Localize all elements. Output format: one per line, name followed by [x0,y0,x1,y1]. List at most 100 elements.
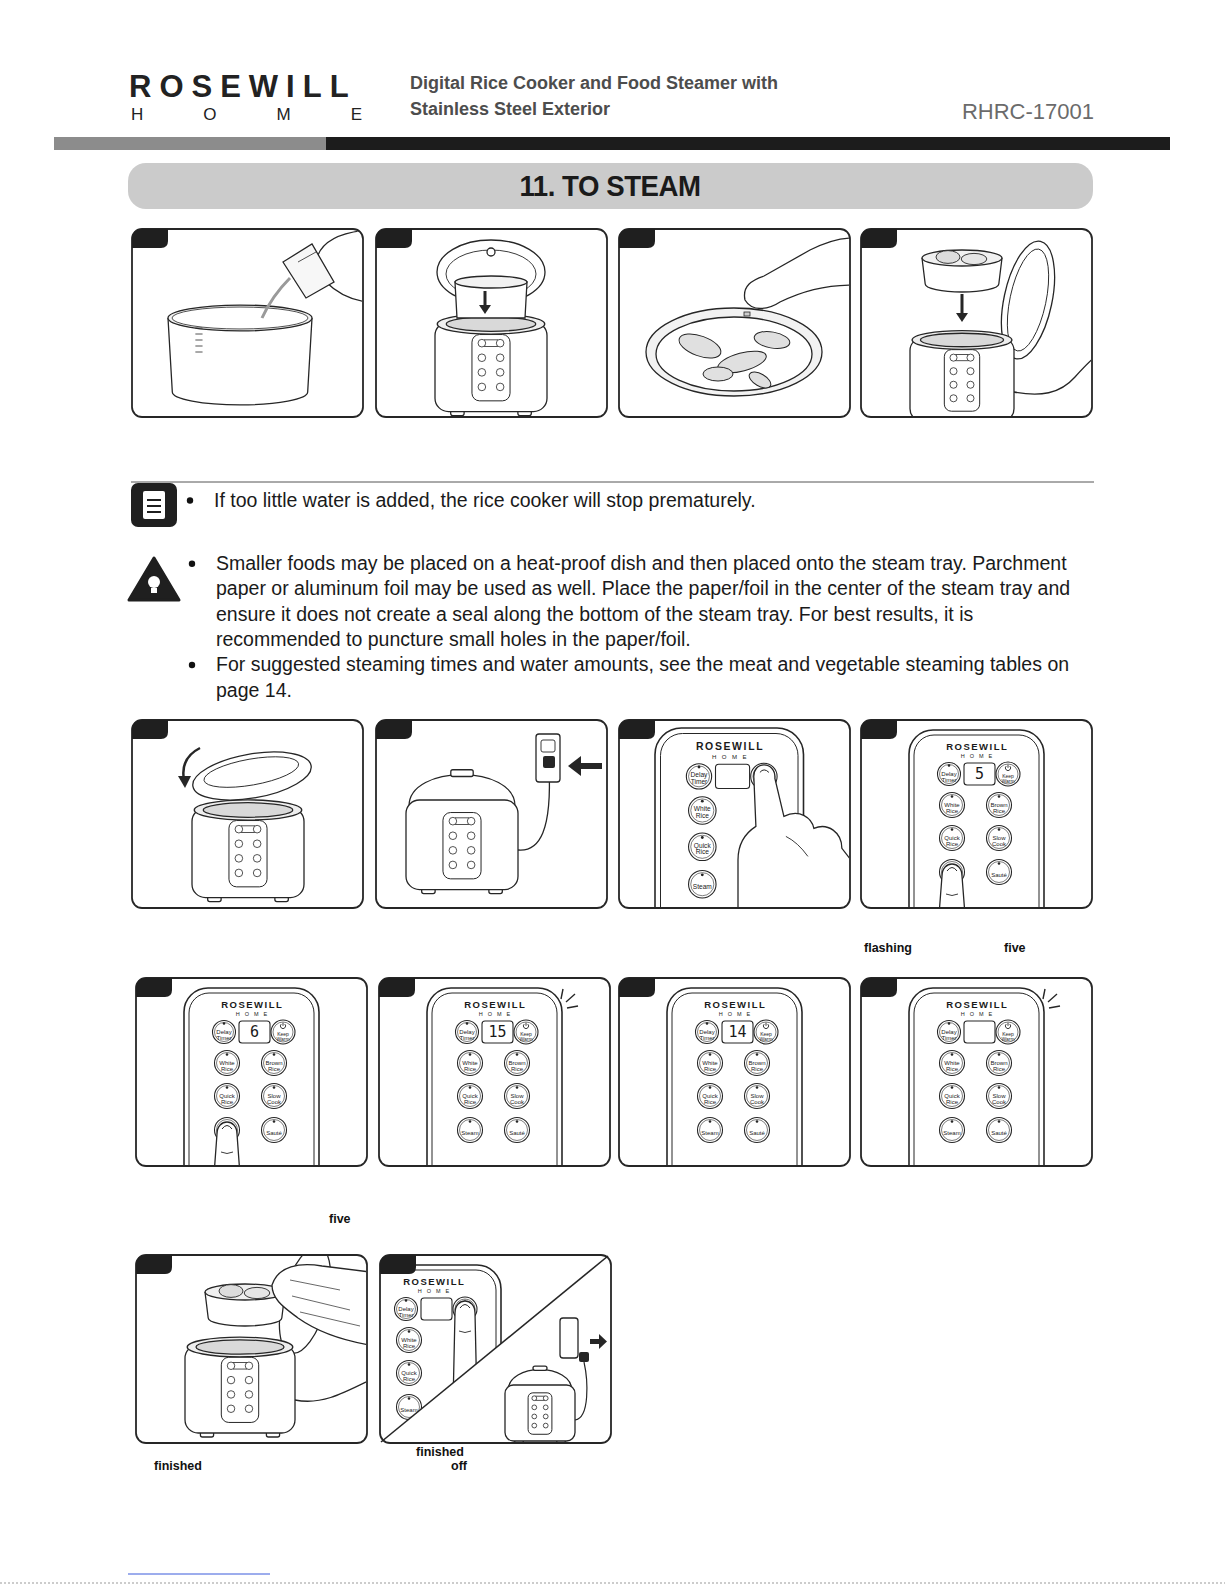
indicator-dot [698,766,701,769]
mini-control-panel [528,1393,552,1434]
button-label: Sauté [263,1129,285,1135]
mini-button [950,381,957,388]
caption-fragment: five [1004,942,1026,955]
indicator-dot [701,800,704,803]
mode-button [215,1084,240,1109]
inner-pot-rim [168,305,312,331]
tip-icon [148,576,160,588]
cooker-body [505,1385,575,1441]
panel-logo: HOME [922,1012,1032,1018]
button-label: Slow Cook [506,1092,528,1105]
food [219,1285,243,1298]
mini-control-panel [229,821,267,887]
mini-control-panel [443,813,481,879]
mode-button [399,1330,420,1351]
mode-button [747,1053,768,1074]
water-mark [195,328,202,329]
step-tab [136,1255,172,1274]
mini-control-panel [472,335,510,401]
display-digits: 15 [483,1025,513,1040]
display-window [482,1021,513,1043]
frames [132,229,1092,1443]
display-window [716,764,750,788]
mode-button [399,1397,420,1418]
panel-bezel [672,993,797,1165]
step-tab [380,1255,416,1274]
food [961,253,987,264]
fingernail [947,868,957,872]
button-label: White Rice [459,1059,481,1072]
caption-fragment: finished [154,1460,202,1473]
mini-button [235,855,243,863]
cooker-opening [196,1340,284,1354]
mode-button [691,835,714,858]
display-window [239,1021,270,1043]
step-tab [861,720,897,739]
keep-warm-button [996,762,1020,786]
mini-button [478,354,486,362]
mode-button [507,1053,528,1074]
mode-button [505,1118,530,1143]
step-illustration [185,1256,366,1437]
mode-button [745,1051,770,1076]
mini-button [967,381,974,388]
caption-fragment: five [329,1213,351,1226]
panel-logo: ROSEWILL [197,1000,307,1010]
panel-logo: ROSEWILL [922,1000,1032,1010]
step-illustration [655,728,849,907]
mini-button [967,395,974,402]
mini-control-panel [221,1357,258,1422]
bullets [187,497,195,668]
product-title: Digital Rice Cooker and Food Steamer wit… [410,70,782,122]
mini-button [253,825,261,833]
mitt-quilting [290,1280,340,1290]
indicator-dot [709,1053,712,1056]
mode-button [689,870,717,898]
arrow [183,748,200,780]
button-label: Quick Rice [216,1092,238,1105]
water-mark [195,346,202,347]
button-label: Slow Cook [988,834,1010,847]
mini-button [478,339,486,347]
food [936,251,960,264]
indicator-dot [756,1120,759,1123]
mini-button [467,847,475,855]
button-label: Slow Cook [746,1092,768,1105]
arrow [568,756,581,776]
bullet [187,497,193,503]
button-label: White Rice [699,1059,721,1072]
mini-button [227,1376,234,1383]
button-label: Delay Timer [938,770,960,783]
mini-button [227,1405,234,1412]
mode-button [987,1084,1012,1109]
display-window [964,1021,995,1043]
mini-button [449,861,457,869]
delay-timer-button [938,763,961,786]
indicator-dot [273,1120,276,1123]
food [703,367,733,381]
button-label: Delay Timer [213,1028,235,1041]
mode-button [397,1361,422,1386]
panel-bezel [381,1270,496,1442]
button-label: White Rice [690,806,714,820]
mini-button [950,354,957,361]
water-mark [195,340,202,341]
mode-button [458,1118,483,1143]
mode-button [215,1051,240,1076]
power-cord [295,1380,366,1401]
panel-bezel [914,735,1039,907]
indicator-dot [405,1299,408,1302]
mode-button [264,1053,285,1074]
mode-button [217,1086,238,1107]
button-label: White Rice [398,1336,420,1349]
panel-logo: HOME [197,1012,307,1018]
control-panel [909,730,1044,907]
cooker-rim [194,800,302,820]
oven-mitt [272,1265,366,1345]
flash-mark [1043,989,1045,999]
indicator-dot [408,1363,411,1366]
display-digits: 14 [723,1025,753,1040]
indicator-dot [951,795,954,798]
mode-button [460,1120,481,1141]
tip-text: Smaller foods may be placed on a heat-pr… [216,551,1096,652]
